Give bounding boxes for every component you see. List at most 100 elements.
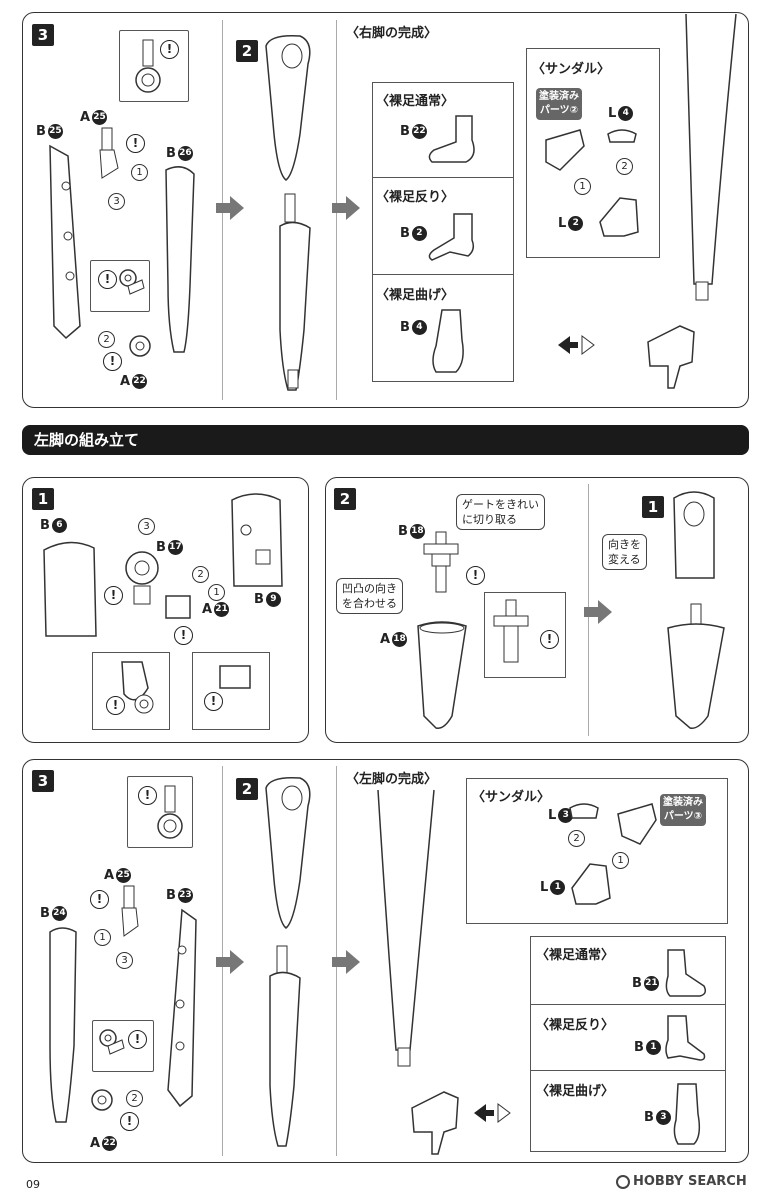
gate-trim-callout: ゲートをきれいに切り取る xyxy=(456,494,545,530)
foot-normal-part xyxy=(665,949,707,997)
barefoot-bent-label: 〈裸足曲げ〉 xyxy=(376,288,455,303)
shin-part xyxy=(279,221,311,391)
next-arrow-icon xyxy=(584,600,612,624)
step-circle-1: 1 xyxy=(574,178,591,195)
detail-callout xyxy=(127,776,193,848)
warning-icon: ! xyxy=(98,270,117,289)
step-number: 1 xyxy=(32,488,54,510)
knee-assembly xyxy=(673,491,715,579)
swap-arrow-icon xyxy=(474,1103,511,1123)
barefoot-arched-label: 〈裸足反り〉 xyxy=(376,190,455,205)
peg-detail-icon xyxy=(493,599,529,663)
lower-shin-rotated xyxy=(667,603,725,729)
align-callout: 凹凸の向きを合わせる xyxy=(336,578,403,614)
step-circle-2: 2 xyxy=(616,158,633,175)
shin-cover-part xyxy=(165,166,195,353)
ankle-peg-part xyxy=(423,531,459,593)
sandal-assembled xyxy=(411,1091,459,1155)
sandal-sole-part xyxy=(599,197,639,237)
washer-part-icon xyxy=(157,785,183,839)
foot-arched-part xyxy=(665,1015,706,1061)
shin-cover-part xyxy=(49,927,77,1123)
foot-bent-part xyxy=(673,1083,701,1145)
peg-part-icon xyxy=(99,127,119,179)
warning-icon: ! xyxy=(120,1112,139,1131)
shin-part xyxy=(269,971,301,1147)
warning-icon: ! xyxy=(540,630,559,649)
divider xyxy=(530,1004,726,1005)
step-number: 3 xyxy=(32,24,54,46)
watermark-logo-icon xyxy=(616,1174,630,1189)
warning-icon: ! xyxy=(138,786,157,805)
detail-callout xyxy=(192,652,270,730)
rotate-callout: 向きを変える xyxy=(602,534,647,570)
next-arrow-icon xyxy=(332,196,360,220)
foot-bent-part xyxy=(432,309,464,373)
step-circle-1: 1 xyxy=(131,164,148,181)
lower-shin-part xyxy=(417,621,467,729)
divider xyxy=(372,274,514,275)
section-header-left-leg: 左脚の組み立て xyxy=(22,425,749,455)
warning-icon: ! xyxy=(466,566,485,585)
ring-part-icon xyxy=(99,1029,125,1055)
step-circle-2: 2 xyxy=(568,830,585,847)
step-circle-1: 1 xyxy=(94,929,111,946)
warning-icon: ! xyxy=(174,626,193,645)
sandal-heel-cap-part xyxy=(569,803,599,819)
painted-part-badge: 塗装済みパーツ② xyxy=(536,88,582,120)
sandal-heel-cap-part xyxy=(607,129,637,143)
step-circle-3: 3 xyxy=(116,952,133,969)
swap-arrow-icon xyxy=(558,335,595,355)
barefoot-normal-label: 〈裸足通常〉 xyxy=(536,948,615,963)
sandal-assembled xyxy=(647,325,695,389)
barefoot-normal-label: 〈裸足通常〉 xyxy=(376,94,455,109)
warning-icon: ! xyxy=(204,692,223,711)
sandal-sole-part xyxy=(571,863,611,905)
sandal-strap-part xyxy=(617,803,657,845)
knee-frame-part xyxy=(231,493,283,587)
step-circle-2: 2 xyxy=(98,331,115,348)
warning-icon: ! xyxy=(126,134,145,153)
thigh-part xyxy=(265,776,311,929)
block-part xyxy=(165,595,191,619)
step-circle-2: 2 xyxy=(192,566,209,583)
ring-joint-part xyxy=(91,1089,113,1111)
thigh-part xyxy=(265,34,311,181)
right-leg-complete-title: 〈右脚の完成〉 xyxy=(346,26,438,41)
sandal-label: 〈サンダル〉 xyxy=(532,62,611,77)
ring-joint-part xyxy=(129,335,151,357)
step-circle-2: 2 xyxy=(126,1090,143,1107)
step-number: 1 xyxy=(642,496,664,518)
step-number: 3 xyxy=(32,770,54,792)
barefoot-bent-label: 〈裸足曲げ〉 xyxy=(536,1084,615,1099)
watermark: HOBBY SEARCH xyxy=(616,1174,747,1189)
warning-icon: ! xyxy=(104,586,123,605)
sandal-strap-part xyxy=(545,129,585,171)
warning-icon: ! xyxy=(160,40,179,59)
next-arrow-icon xyxy=(216,950,244,974)
step-number: 2 xyxy=(236,40,258,62)
ring-part-icon xyxy=(119,269,145,295)
barefoot-arched-label: 〈裸足反り〉 xyxy=(536,1018,615,1033)
painted-part-badge: 塗装済みパーツ③ xyxy=(660,794,706,826)
sandal-label: 〈サンダル〉 xyxy=(472,790,551,805)
divider xyxy=(530,1070,726,1071)
washer-part-icon xyxy=(135,39,161,93)
step-circle-3: 3 xyxy=(138,518,155,535)
